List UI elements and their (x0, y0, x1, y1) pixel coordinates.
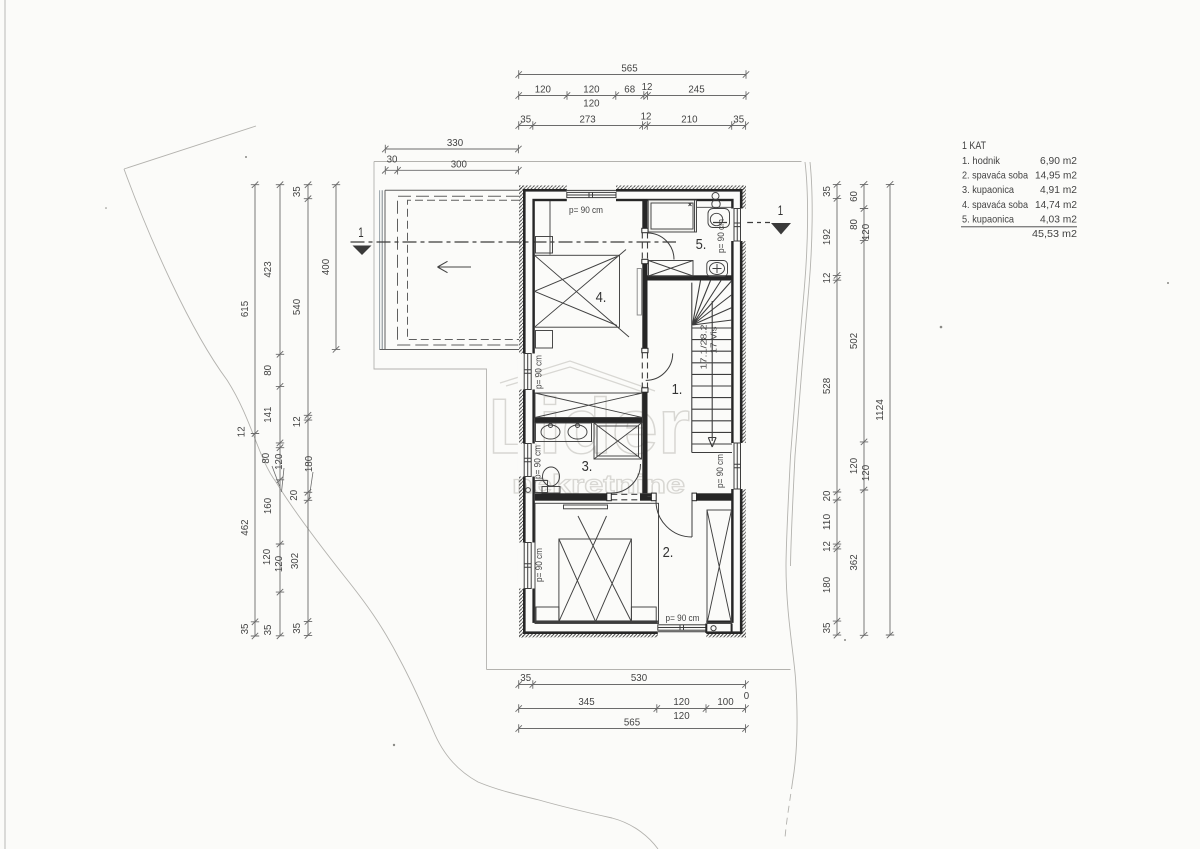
svg-text:35: 35 (520, 673, 531, 684)
svg-text:530: 530 (631, 673, 648, 684)
svg-text:1: 1 (358, 224, 364, 240)
svg-text:528: 528 (822, 378, 833, 395)
svg-text:120: 120 (262, 549, 273, 566)
svg-text:565: 565 (624, 718, 641, 729)
svg-text:180: 180 (304, 456, 315, 473)
svg-text:273: 273 (580, 115, 597, 126)
svg-text:12: 12 (642, 82, 653, 93)
svg-text:5. kupaonica: 5. kupaonica (962, 213, 1014, 225)
svg-text:120: 120 (583, 99, 600, 110)
svg-text:p= 90 cm: p= 90 cm (715, 454, 725, 488)
svg-text:20: 20 (289, 490, 300, 501)
svg-text:192: 192 (822, 229, 833, 246)
svg-text:1. hodnik: 1. hodnik (962, 155, 1001, 167)
svg-text:80: 80 (849, 219, 860, 230)
svg-text:4,03 m2: 4,03 m2 (1040, 213, 1077, 225)
svg-text:362: 362 (849, 554, 860, 571)
svg-text:1.: 1. (672, 382, 683, 398)
svg-text:210: 210 (681, 115, 698, 126)
svg-text:502: 502 (849, 333, 860, 350)
svg-text:120: 120 (673, 711, 690, 722)
svg-text:20: 20 (822, 490, 833, 501)
svg-text:30: 30 (387, 155, 398, 166)
svg-text:1124: 1124 (875, 399, 886, 421)
svg-text:245: 245 (688, 85, 705, 96)
svg-text:0: 0 (744, 691, 750, 702)
svg-text:302: 302 (290, 553, 301, 570)
svg-text:120: 120 (274, 453, 285, 470)
svg-text:35: 35 (733, 115, 744, 126)
svg-text:565: 565 (621, 64, 638, 75)
svg-text:80: 80 (261, 452, 272, 463)
svg-text:180: 180 (822, 577, 833, 594)
svg-text:6,90 m2: 6,90 m2 (1040, 155, 1077, 167)
svg-text:120: 120 (673, 697, 690, 708)
svg-text:80: 80 (263, 365, 274, 376)
svg-text:160: 160 (263, 498, 274, 515)
svg-text:12: 12 (237, 426, 248, 437)
svg-text:423: 423 (263, 261, 274, 278)
svg-text:17 Vis: 17 Vis (710, 327, 719, 354)
svg-text:2. spavaća soba: 2. spavaća soba (962, 170, 1028, 182)
svg-text:4.: 4. (596, 290, 607, 306)
svg-text:12: 12 (822, 541, 833, 552)
svg-text:14,95 m2: 14,95 m2 (1035, 170, 1077, 182)
svg-text:400: 400 (321, 259, 332, 276)
svg-text:35: 35 (263, 624, 274, 635)
svg-text:35: 35 (822, 622, 833, 633)
svg-text:345: 345 (578, 697, 595, 708)
svg-text:100: 100 (717, 697, 734, 708)
svg-text:12: 12 (641, 112, 652, 123)
svg-text:3. kupaonica: 3. kupaonica (962, 184, 1014, 196)
svg-text:45,53 m2: 45,53 m2 (1032, 228, 1077, 240)
svg-text:4. spavaća soba: 4. spavaća soba (962, 199, 1028, 211)
svg-text:141: 141 (263, 406, 274, 423)
svg-text:p= 90 cm: p= 90 cm (534, 355, 544, 389)
svg-text:68: 68 (624, 85, 635, 96)
svg-text:p= 90 cm: p= 90 cm (716, 219, 726, 253)
svg-text:p= 90 cm: p= 90 cm (569, 205, 603, 215)
svg-text:120: 120 (861, 224, 872, 241)
svg-text:35: 35 (240, 623, 251, 634)
svg-text:35: 35 (292, 186, 303, 197)
svg-text:1 KAT: 1 KAT (962, 140, 986, 152)
svg-text:14,74 m2: 14,74 m2 (1035, 199, 1077, 211)
svg-text:12: 12 (292, 416, 303, 427)
svg-text:120: 120 (274, 556, 285, 573)
svg-text:60: 60 (849, 191, 860, 202)
svg-text:35: 35 (292, 623, 303, 634)
svg-text:462: 462 (240, 519, 251, 536)
svg-text:120: 120 (849, 458, 860, 475)
svg-text:615: 615 (240, 301, 251, 318)
svg-text:120: 120 (861, 465, 872, 482)
svg-text:17.1/28.2: 17.1/28.2 (700, 324, 709, 370)
svg-text:p= 90 cm: p= 90 cm (666, 613, 700, 623)
svg-text:120: 120 (583, 85, 600, 96)
svg-text:3.: 3. (582, 459, 593, 475)
svg-text:12: 12 (822, 272, 833, 283)
svg-text:540: 540 (292, 299, 303, 316)
svg-text:4,91 m2: 4,91 m2 (1040, 184, 1077, 196)
svg-text:p= 90 cm: p= 90 cm (533, 445, 543, 479)
svg-text:120: 120 (535, 85, 552, 96)
svg-text:1: 1 (778, 202, 784, 218)
svg-text:110: 110 (822, 514, 833, 531)
svg-text:5.: 5. (696, 237, 707, 253)
svg-text:35: 35 (822, 186, 833, 197)
svg-text:35: 35 (520, 115, 531, 126)
svg-text:p= 90 cm: p= 90 cm (534, 548, 544, 582)
svg-text:330: 330 (447, 138, 464, 149)
svg-text:2.: 2. (663, 545, 674, 561)
svg-text:300: 300 (451, 159, 468, 170)
